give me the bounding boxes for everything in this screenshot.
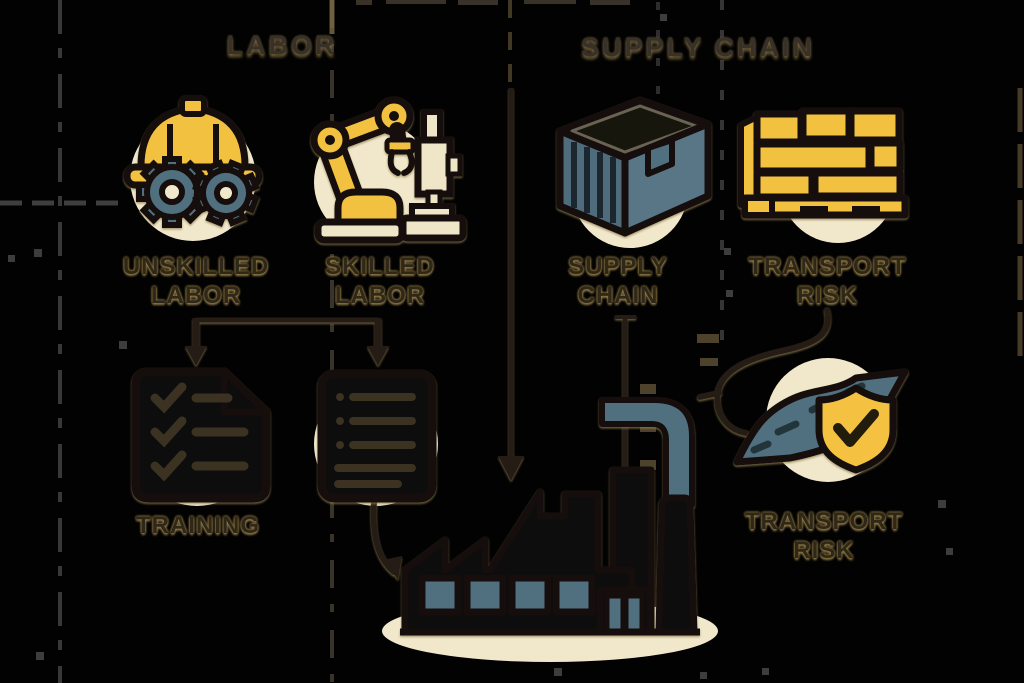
connector-arrows bbox=[185, 88, 832, 580]
road-shield-icon bbox=[733, 368, 909, 474]
hard-hat-gears-icon bbox=[123, 95, 263, 228]
shipping-container-icon bbox=[556, 96, 712, 237]
label-transport-risk: TRANSPORT RISK bbox=[748, 253, 907, 309]
label-unskilled-labor: UNSKILLED LABOR bbox=[122, 253, 270, 309]
pallet-icon bbox=[738, 107, 909, 219]
label-supply-chain: SUPPLY CHAIN bbox=[568, 253, 668, 309]
factory-icon bbox=[400, 397, 700, 636]
robot-arm-icon bbox=[310, 96, 467, 244]
list-document-icon bbox=[317, 369, 437, 503]
label-training: TRAINING bbox=[136, 512, 260, 539]
heading-supply-chain: SUPPLY CHAIN bbox=[580, 32, 816, 62]
label-skilled-labor: SKILLED LABOR bbox=[325, 253, 435, 309]
label-transport-risk-outcome: TRANSPORT RISK bbox=[744, 508, 904, 564]
heading-labor: LABOR bbox=[226, 30, 338, 60]
checklist-document-icon bbox=[131, 367, 271, 503]
